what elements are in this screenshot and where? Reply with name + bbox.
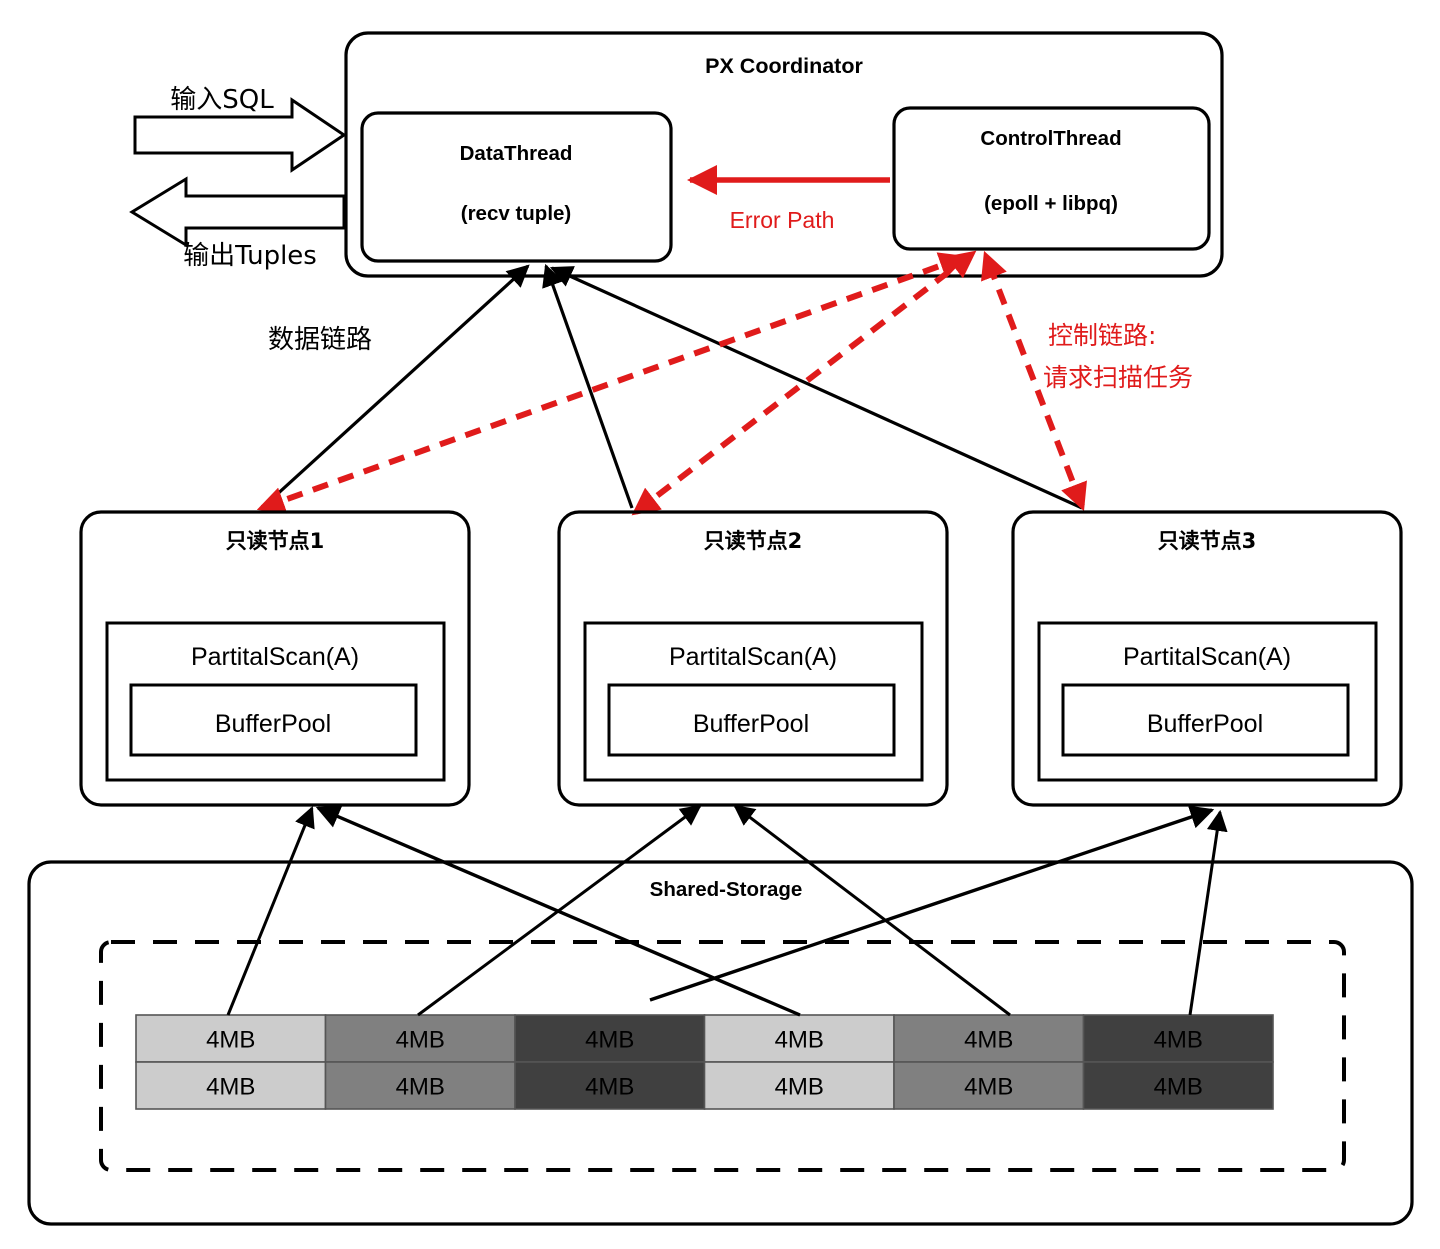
data-link-label: 数据链路 [268,325,372,355]
control-link-node3 [981,250,1087,512]
storage-arrow-b6-node3 [1188,809,1228,1016]
control-thread-name: ControlThread [980,127,1121,150]
control-link-arrows-group [256,250,1087,516]
input-sql-label: 输入SQL [170,85,274,115]
storage-blocks-grid: 4MB 4MB 4MB 4MB 4MB 4MB 4MB 4MB 4MB 4MB 4MB 4MB [135,1014,1274,1110]
storage-arrow-b3-node3 [649,805,1215,1002]
storage-arrow-b5-node2 [733,804,1011,1017]
storage-arrow-b4-node1 [315,805,801,1017]
storage-block-label: 4MB [1154,1074,1203,1101]
input-sql-arrow [133,97,347,173]
storage-block[interactable] [135,1061,327,1110]
px-coordinator-title: PX Coordinator [705,54,863,78]
error-path-label: Error Path [730,207,835,233]
storage-block[interactable] [1082,1061,1274,1110]
control-link-node1 [256,252,968,514]
storage-block-label: 4MB [964,1074,1013,1101]
data-thread-detail: (recv tuple) [461,202,572,225]
control-thread-box-group[interactable]: ControlThread (epoll + libpq) [892,106,1211,251]
px-coordinator-panel: PX Coordinator DataThread (recv tuple) C… [344,31,1224,278]
storage-block-label: 4MB [585,1074,634,1101]
read-only-node-1[interactable]: 只读节点1 PartitalScan(A) BufferPool [79,510,471,807]
partial-scan-3-box [1037,621,1378,782]
storage-block[interactable] [893,1061,1085,1110]
buffer-pool-1-box [129,683,418,757]
partial-scan-2-box [583,621,924,782]
storage-block[interactable] [135,1014,327,1063]
buffer-pool-3-box [1061,683,1350,757]
partial-scan-1-label: PartitalScan(A) [191,643,359,671]
storage-block-label: 4MB [396,1074,445,1101]
storage-block-label: 4MB [775,1074,824,1101]
partial-scan-3-label: PartitalScan(A) [1123,643,1291,671]
storage-block-label: 4MB [206,1074,255,1101]
storage-block[interactable] [324,1061,516,1110]
storage-block[interactable] [324,1014,516,1063]
read-only-node-2-title: 只读节点2 [704,529,803,553]
buffer-pool-2-box [607,683,896,757]
read-only-node-3[interactable]: 只读节点3 PartitalScan(A) BufferPool [1011,510,1403,807]
shared-storage-box [27,860,1414,1226]
storage-block-label: 4MB [964,1027,1013,1054]
storage-block[interactable] [1082,1014,1274,1063]
storage-arrow-b1-node1 [226,806,315,1016]
control-thread-detail: (epoll + libpq) [984,192,1118,215]
storage-block-label: 4MB [1154,1027,1203,1054]
storage-block[interactable] [703,1014,895,1063]
io-arrows-group: 输入SQL 输出Tuples [129,85,347,271]
buffer-pool-1-label: BufferPool [215,710,331,738]
storage-block[interactable] [703,1061,895,1110]
read-only-node-1-box[interactable] [79,510,471,807]
storage-node-arrows-group [226,804,1228,1017]
partial-scan-1-box [105,621,446,782]
storage-partition-dashed-box [99,940,1346,1172]
partial-scan-2-label: PartitalScan(A) [669,643,837,671]
control-link-label-line1: 控制链路: [1048,321,1156,350]
data-thread-name: DataThread [460,142,573,165]
storage-block-label: 4MB [396,1027,445,1054]
read-only-node-3-title: 只读节点3 [1158,529,1257,553]
output-tuples-label: 输出Tuples [183,241,317,271]
storage-block[interactable] [514,1061,706,1110]
control-thread-box[interactable] [892,106,1211,251]
shared-storage-title: Shared-Storage [650,878,803,901]
storage-block-label: 4MB [775,1027,824,1054]
output-tuples-arrow [129,176,346,248]
storage-block-label: 4MB [585,1027,634,1054]
read-only-node-3-box[interactable] [1011,510,1403,807]
control-link-node2 [631,250,977,516]
buffer-pool-2-label: BufferPool [693,710,809,738]
control-link-label-line2: 请求扫描任务 [1043,363,1193,392]
error-path-arrow-group: Error Path [686,164,890,233]
read-only-node-1-title: 只读节点1 [226,529,325,553]
buffer-pool-3-label: BufferPool [1147,710,1263,738]
storage-block-label: 4MB [206,1027,255,1054]
